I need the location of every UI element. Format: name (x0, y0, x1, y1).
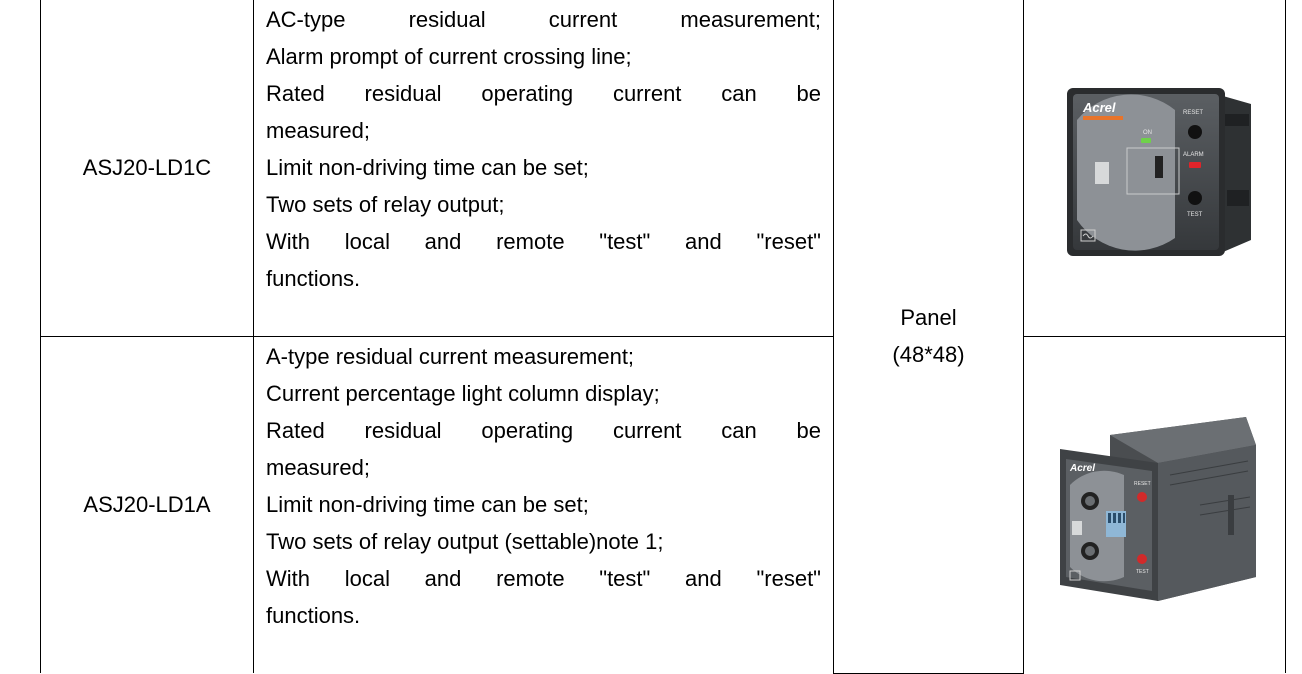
test-label: TEST (1187, 212, 1203, 218)
function-line: Two sets of relay output (settable)note … (266, 529, 664, 554)
reset-label: RESET (1134, 481, 1151, 487)
device-photo-asj20-ld1c: Acrel ON RESET ALARM TEST (1066, 88, 1251, 256)
function-line: With local and remote "test" and "reset" (266, 566, 821, 591)
product-image-cell: Acrel ON RESET ALARM TEST (1023, 0, 1286, 337)
alarm-led (1188, 162, 1201, 168)
test-button-graphic (1187, 191, 1202, 205)
function-line: Alarm prompt of current crossing line; (266, 44, 632, 69)
function-line: measured; (266, 118, 370, 143)
function-line: Rated residual operating current can be (266, 81, 821, 106)
functions-cell: AC-type residual current measurement; Al… (253, 0, 834, 337)
test-button-graphic (1136, 554, 1147, 564)
function-line: Rated residual operating current can be (266, 418, 821, 443)
on-label: ON (1143, 130, 1152, 136)
table-row: ASJ20-LD1A A-type residual current measu… (40, 336, 1286, 673)
brand-logo-text: Acrel (1069, 463, 1095, 474)
reset-button-graphic (1187, 125, 1202, 139)
function-line: Current percentage light column display; (266, 381, 660, 406)
function-line: AC-type residual current measurement; (266, 7, 821, 32)
function-line: Two sets of relay output; (266, 192, 505, 217)
alarm-label: ALARM (1183, 152, 1204, 158)
mounting-type: Panel (900, 305, 957, 331)
model-cell: ASJ20-LD1C (40, 0, 254, 337)
function-line: functions. (266, 603, 361, 628)
mounting-size: (48*48) (892, 342, 965, 368)
table-row: ASJ20-LD1C AC-type residual current meas… (40, 0, 1286, 674)
reset-button-graphic (1136, 492, 1147, 502)
model-cell: ASJ20-LD1A (40, 336, 254, 673)
function-line: A-type residual current measurement; (266, 344, 635, 369)
function-line: Limit non-driving time can be set; (266, 492, 589, 517)
test-label: TEST (1136, 569, 1149, 575)
function-line: With local and remote "test" and "reset" (266, 229, 821, 254)
brand-logo-text: Acrel (1082, 100, 1116, 115)
mounting-cell: Panel (48*48) (833, 0, 1024, 674)
function-line: Limit non-driving time can be set; (266, 155, 589, 180)
device-photo-asj20-ld1a: Acrel RESET TEST (1059, 417, 1256, 601)
reset-label: RESET (1183, 110, 1203, 116)
function-line: measured; (266, 455, 370, 480)
product-spec-table: ASJ20-LD1C AC-type residual current meas… (40, 0, 1286, 674)
product-image-cell: Acrel RESET TEST (1023, 336, 1286, 673)
functions-cell: A-type residual current measurement; Cur… (253, 336, 834, 673)
function-line: functions. (266, 266, 361, 291)
